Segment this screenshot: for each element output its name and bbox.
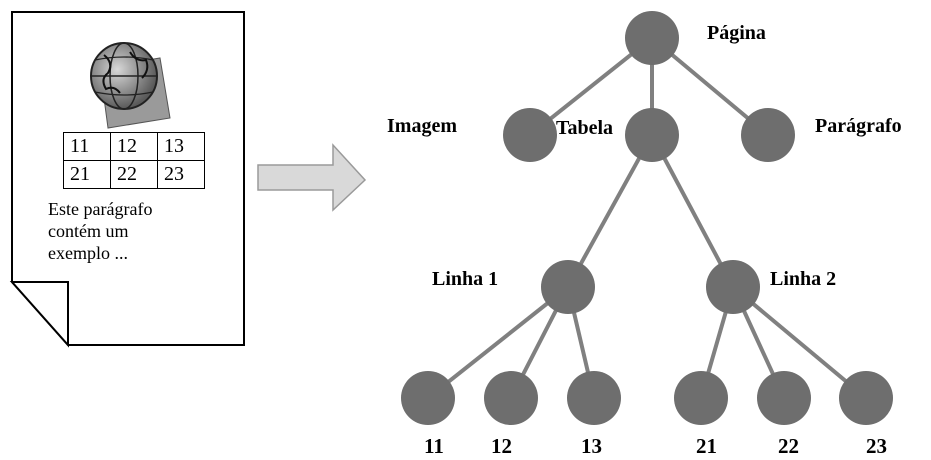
node-tabela	[625, 108, 679, 162]
document-table: 11 12 13 21 22 23	[63, 132, 205, 189]
table-cell: 23	[157, 160, 205, 189]
node-22	[757, 371, 811, 425]
table-cell: 22	[110, 160, 158, 189]
edge-linha1-11	[426, 285, 570, 400]
paragraph-line: exemplo ...	[48, 243, 128, 263]
table-cell: 12	[110, 132, 158, 161]
tree-nodes	[401, 11, 893, 425]
label-pagina: Página	[707, 22, 766, 44]
edge-tabela-linha2	[650, 134, 735, 288]
paragraph-line: contém um	[48, 221, 129, 241]
node-imagem	[503, 108, 557, 162]
globe-icon	[90, 42, 171, 129]
label-cell-12: 12	[491, 434, 512, 458]
label-cell-11: 11	[424, 434, 444, 458]
label-paragrafo: Parágrafo	[815, 115, 902, 137]
label-tabela: Tabela	[556, 117, 614, 139]
node-23	[839, 371, 893, 425]
node-13	[567, 371, 621, 425]
label-imagem: Imagem	[387, 115, 457, 137]
edge-tabela-linha1	[566, 134, 654, 288]
node-linha1	[541, 260, 595, 314]
label-cell-21: 21	[696, 434, 717, 458]
node-11	[401, 371, 455, 425]
node-12	[484, 371, 538, 425]
label-cell-13: 13	[581, 434, 602, 458]
label-linha1: Linha 1	[432, 268, 499, 290]
transform-arrow	[257, 143, 367, 212]
table-cell: 21	[63, 160, 111, 189]
node-linha2	[706, 260, 760, 314]
edge-linha2-23	[731, 285, 868, 400]
table-cell: 13	[157, 132, 205, 161]
tree-edges	[426, 36, 868, 400]
node-21	[674, 371, 728, 425]
table-row: 21 22 23	[63, 160, 205, 189]
label-linha2: Linha 2	[770, 268, 837, 290]
table-row: 11 12 13	[63, 132, 205, 161]
node-paragrafo	[741, 108, 795, 162]
label-cell-23: 23	[866, 434, 887, 458]
node-pagina	[625, 11, 679, 65]
document-paragraph: Este parágrafo contém um exemplo ...	[48, 198, 188, 264]
paragraph-line: Este parágrafo	[48, 199, 153, 219]
table-cell: 11	[63, 132, 111, 161]
label-cell-22: 22	[778, 434, 799, 458]
